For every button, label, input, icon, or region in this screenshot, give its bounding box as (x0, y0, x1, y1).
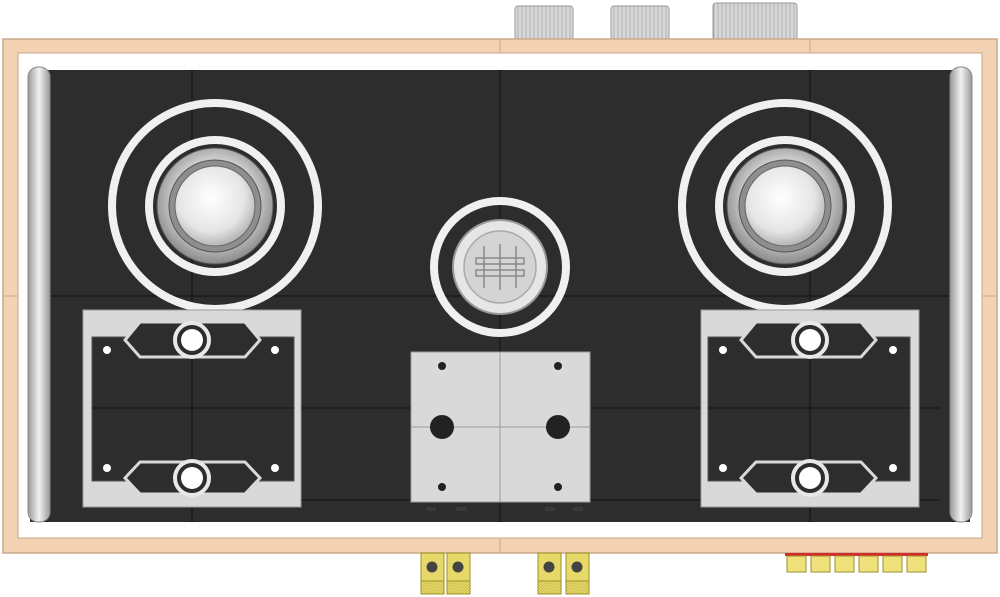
speaker-terminal-left-pair[interactable] (420, 552, 471, 595)
knob-right[interactable] (712, 2, 798, 41)
left-rod (27, 66, 51, 523)
center-tube (430, 197, 570, 337)
knob-middle[interactable] (610, 5, 670, 41)
left-transformer-plate (82, 309, 302, 508)
power-transformer-plate (410, 351, 591, 503)
left-speaker (108, 99, 322, 313)
right-rod (949, 66, 973, 523)
tube-electrodes-icon (475, 244, 525, 290)
right-transformer-plate (700, 309, 920, 508)
knob-left[interactable] (514, 5, 574, 41)
right-speaker (678, 99, 892, 313)
speaker-terminal-right-pair[interactable] (537, 552, 590, 595)
panel-markings (426, 507, 583, 511)
input-terminal-strip[interactable] (785, 553, 928, 573)
